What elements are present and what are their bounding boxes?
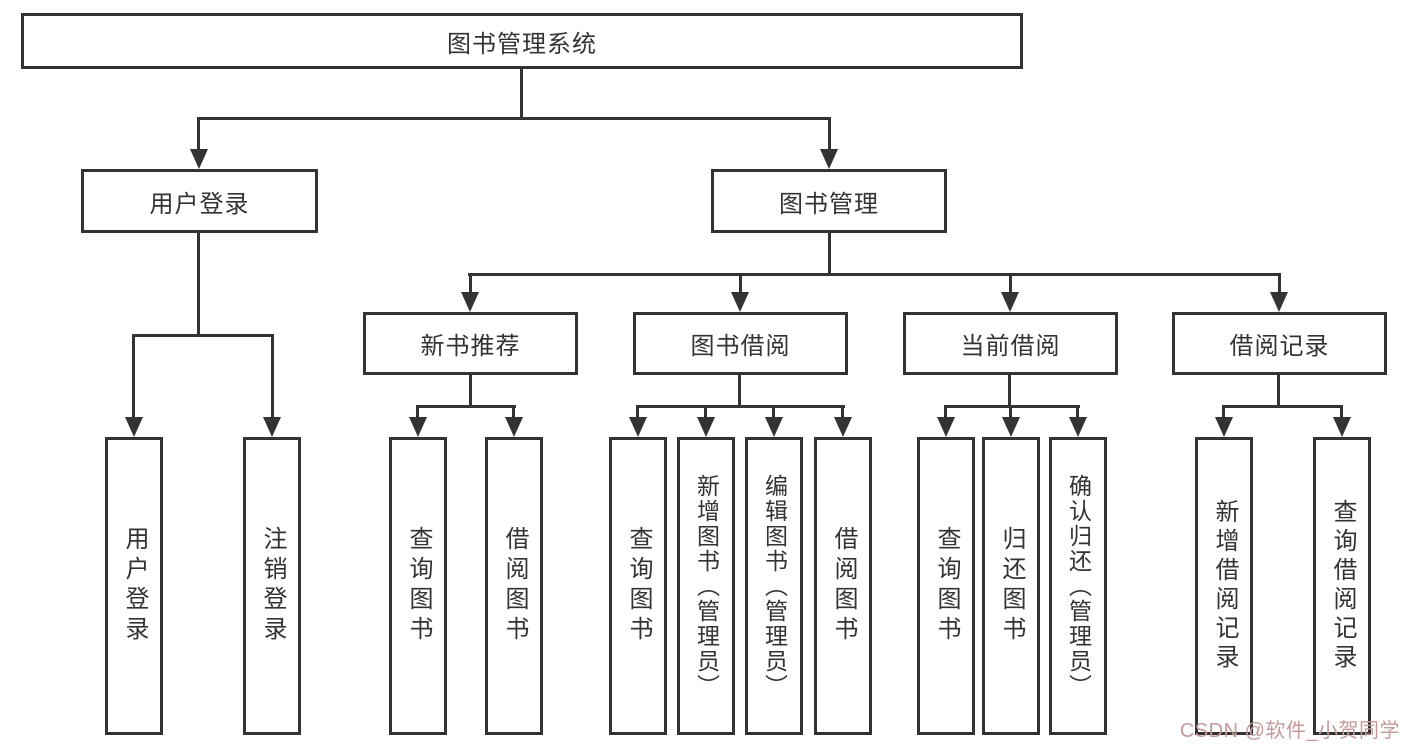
arrow-down-icon [505,417,523,437]
connector-record-stub2 [1340,405,1343,420]
arrow-down-icon [1270,292,1288,312]
connector-newbook-vline [469,375,472,408]
arrow-down-icon [1002,417,1020,437]
leaf-borrow-borrow-books-label: 借阅图书 [830,526,857,646]
leaf-borrow-query-books: 查询图书 [609,437,667,735]
leaf-current-query-books-label: 查询图书 [933,526,960,646]
node-user-login-label: 用户登录 [149,190,250,218]
connector-mgmt-stub2 [739,273,742,295]
leaf-current-confirm-return-admin: 确认归还（管理员） [1049,437,1107,735]
arrow-down-icon [697,417,715,437]
connector-login-stub1 [132,334,135,422]
leaf-newbook-query-books: 查询图书 [389,437,447,735]
arrow-down-icon [125,417,143,437]
connector-borrow-vline [738,375,741,408]
node-borrow-record: 借阅记录 [1172,312,1387,375]
arrow-down-icon [1333,417,1351,437]
arrow-down-icon [409,417,427,437]
connector-borrow-stub2 [704,405,707,420]
leaf-record-add-borrow-record: 新增借阅记录 [1195,437,1253,735]
node-borrow-record-label: 借阅记录 [1229,333,1330,360]
connector-mgmt-stub4 [1278,273,1281,295]
leaf-borrow-borrow-books: 借阅图书 [814,437,872,735]
connector-mgmt-hline [468,273,1281,276]
leaf-borrow-add-books-admin-label: 新增图书（管理员） [693,473,720,699]
leaf-record-add-borrow-record-label: 新增借阅记录 [1211,499,1238,673]
leaf-newbook-query-books-label: 查询图书 [405,526,432,646]
csdn-watermark: CSDN @软件_小贺同学 [1179,720,1400,742]
node-current-borrow-label: 当前借阅 [960,333,1061,360]
leaf-logout-login: 注销登录 [243,437,301,735]
connector-newbook-stub1 [416,405,419,420]
connector-borrow-stub4 [841,405,844,420]
connector-borrow-hline [636,405,845,408]
leaf-borrow-add-books-admin: 新增图书（管理员） [677,437,735,735]
connector-record-stub1 [1222,405,1225,420]
leaf-record-query-borrow-record-label: 查询借阅记录 [1329,499,1356,673]
arrow-down-icon [1069,417,1087,437]
connector-current-stub2 [1009,405,1012,420]
connector-newbook-hline [416,405,516,408]
leaf-user-login-label: 用户登录 [121,526,148,646]
leaf-newbook-borrow-books-label: 借阅图书 [501,526,528,646]
connector-borrow-stub1 [636,405,639,420]
arrow-down-icon [731,292,749,312]
connector-record-vline [1277,375,1280,408]
node-user-login: 用户登录 [81,169,318,233]
leaf-current-query-books: 查询图书 [917,437,975,735]
connector-current-stub3 [1076,405,1079,420]
arrow-down-icon [629,417,647,437]
leaf-user-login: 用户登录 [105,437,163,735]
connector-mgmt-stub1 [469,273,472,295]
node-book-borrow-label: 图书借阅 [690,333,791,360]
arrow-down-icon [834,417,852,437]
leaf-current-return-books-label: 归还图书 [998,526,1025,646]
arrow-down-icon [263,417,281,437]
leaf-record-query-borrow-record: 查询借阅记录 [1313,437,1371,735]
node-book-mgmt: 图书管理 [711,169,947,233]
connector-mgmt-vline [828,233,831,276]
connector-root-vline [520,69,523,120]
node-current-borrow: 当前借阅 [903,312,1118,375]
arrow-down-icon [190,149,208,169]
connector-current-hline [944,405,1080,408]
connector-newbook-stub2 [512,405,515,420]
connector-user-login-stub [197,117,200,151]
node-new-book-label: 新书推荐 [420,333,521,360]
arrow-down-icon [1215,417,1233,437]
node-book-mgmt-label: 图书管理 [779,190,879,218]
connector-current-vline [1008,375,1011,408]
connector-login-stub2 [271,334,274,422]
connector-record-hline [1222,405,1343,408]
leaf-borrow-edit-books-admin: 编辑图书（管理员） [745,437,803,735]
connector-current-stub1 [944,405,947,420]
connector-login-vline [197,233,200,337]
leaf-current-confirm-return-admin-label: 确认归还（管理员） [1065,473,1092,699]
node-root: 图书管理系统 [21,13,1023,69]
arrow-down-icon [1001,292,1019,312]
leaf-logout-login-label: 注销登录 [259,526,286,646]
connector-mgmt-stub3 [1009,273,1012,295]
leaf-newbook-borrow-books: 借阅图书 [485,437,543,735]
leaf-current-return-books: 归还图书 [982,437,1040,735]
arrow-down-icon [461,292,479,312]
connector-book-mgmt-stub [828,117,831,151]
node-new-book: 新书推荐 [363,312,578,375]
leaf-borrow-query-books-label: 查询图书 [625,526,652,646]
leaf-borrow-edit-books-admin-label: 编辑图书（管理员） [761,473,788,699]
node-root-label: 图书管理系统 [447,30,597,58]
arrow-down-icon [937,417,955,437]
arrow-down-icon [820,149,838,169]
connector-root-hline [197,117,831,120]
node-book-borrow: 图书借阅 [633,312,848,375]
arrow-down-icon [765,417,783,437]
connector-borrow-stub3 [772,405,775,420]
connector-login-hline [132,334,274,337]
